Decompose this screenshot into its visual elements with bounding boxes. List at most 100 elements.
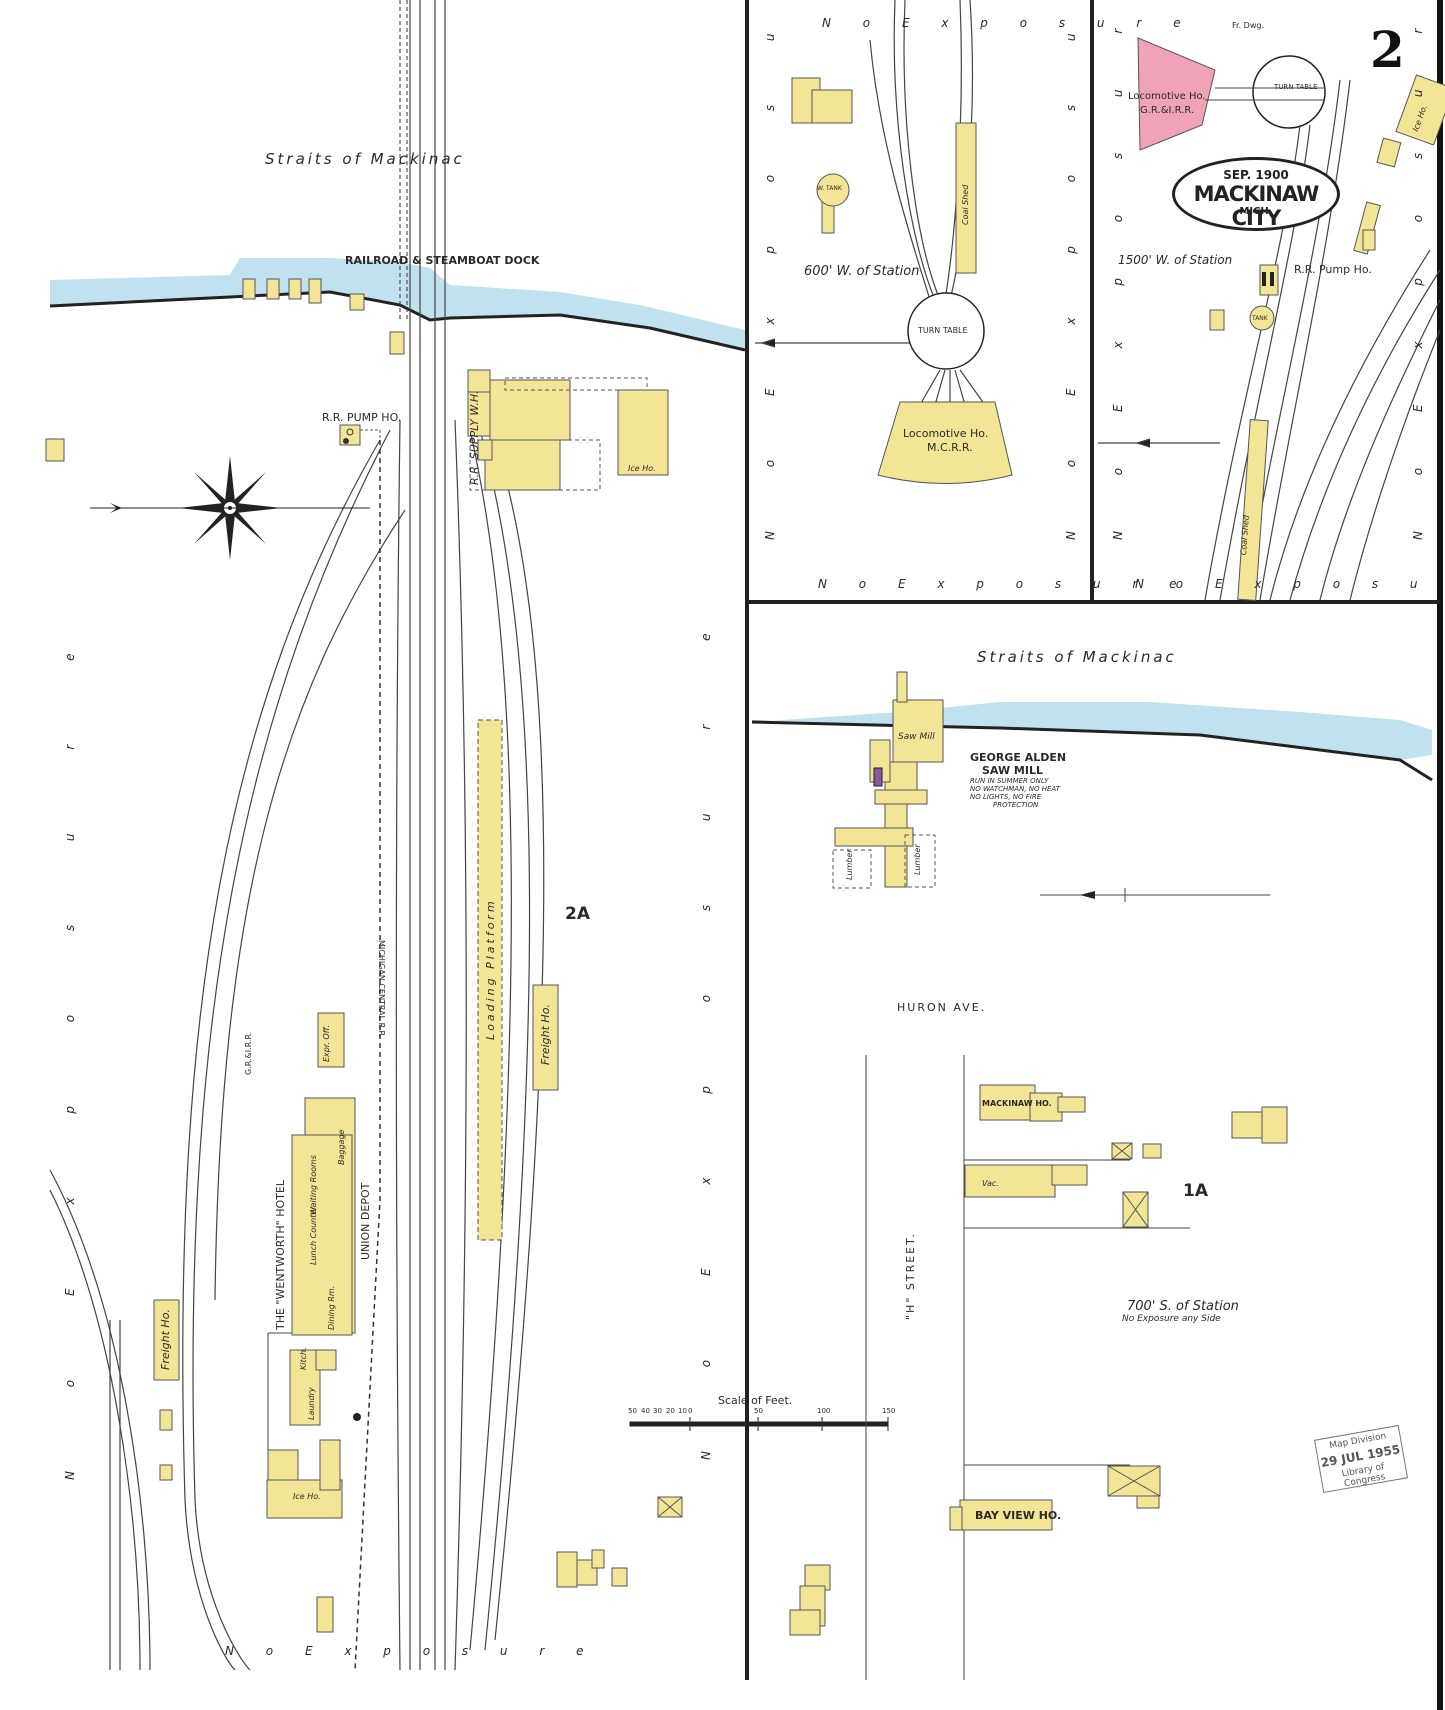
state-name: MICH. bbox=[1239, 206, 1273, 217]
freight-label-1: Freight Ho. bbox=[539, 1004, 552, 1065]
h-street-label: "H" STREET. bbox=[904, 1231, 917, 1320]
scale-tick-40: 40 bbox=[641, 1407, 650, 1415]
depot-label: UNION DEPOT bbox=[359, 1182, 372, 1260]
dock-label: RAILROAD & STEAMBOAT DOCK bbox=[345, 254, 540, 267]
section-1a: 1A bbox=[1183, 1181, 1208, 1201]
scale-tick-10: 10 bbox=[678, 1407, 687, 1415]
icehouse-top-label: Ice Ho. bbox=[628, 464, 656, 473]
title-cartouche: SEP. 1900 MACKINAW CITY MICH. bbox=[1172, 157, 1340, 231]
turntable-right[interactable] bbox=[1252, 55, 1326, 129]
no-exposure-mid-left: N o E x p o s u r e bbox=[763, 0, 777, 540]
platform-label: Loading Platform bbox=[484, 898, 497, 1040]
fr-dwg-label: Fr. Dwg. bbox=[1232, 21, 1264, 30]
no-exposure-bottom-left: N o E x p o s u r e bbox=[225, 1644, 598, 1658]
mackinaw-house-label: MACKINAW HO. bbox=[982, 1099, 1052, 1108]
supply-warehouse bbox=[45, 369, 669, 491]
depot-dashed-line bbox=[354, 440, 381, 1671]
lumber-label-1: Lumber bbox=[845, 849, 854, 880]
water-label-right: Straits of Mackinac bbox=[977, 648, 1177, 666]
distance-600-label: 600' W. of Station bbox=[804, 264, 920, 279]
scale-tick-30: 30 bbox=[653, 1407, 662, 1415]
hotel-depot bbox=[266, 1012, 356, 1633]
loco-mid-owner: M.C.R.R. bbox=[927, 441, 973, 454]
kitchen-label: Kitch. bbox=[299, 1347, 308, 1370]
residences bbox=[789, 1084, 1288, 1636]
mill-sub: SAW MILL bbox=[982, 764, 1043, 777]
compass-rose bbox=[90, 456, 370, 560]
right-buildings bbox=[1209, 74, 1445, 601]
scale-tick-50a: 50 bbox=[628, 1407, 637, 1415]
mid-buildings bbox=[791, 77, 977, 274]
scale-tick-150: 150 bbox=[882, 1407, 896, 1415]
town-name: MACKINAW CITY bbox=[1193, 182, 1320, 230]
pump-right-label: R.R. Pump Ho. bbox=[1294, 263, 1372, 276]
vacant-label: Vac. bbox=[982, 1179, 999, 1188]
no-exposure-right-left: N o E x p o s u r e bbox=[1111, 0, 1125, 540]
dock-buildings bbox=[242, 278, 405, 355]
turntable-mid-label: TURN TABLE bbox=[918, 326, 968, 335]
mill-note-1: RUN IN SUMMER ONLY bbox=[970, 777, 1049, 785]
no-exposure-left-side: N o E x p o s u r e bbox=[63, 613, 77, 1480]
baggage-label: Baggage bbox=[337, 1129, 346, 1165]
tank-right-label: TANK bbox=[1252, 315, 1268, 322]
loco-mid-label: Locomotive Ho. bbox=[903, 427, 989, 440]
no-exposure-any-side: No Exposure any Side bbox=[1122, 1314, 1221, 1324]
icehouse-bottom-label: Ice Ho. bbox=[293, 1492, 321, 1501]
scale-title: Scale of Feet. bbox=[718, 1394, 793, 1407]
no-exposure-right-right: N o E x p o s u r e bbox=[1411, 0, 1425, 540]
gr-railroad-label: G.R.&I.R.R. bbox=[244, 1031, 253, 1075]
sheet-number: 2 bbox=[1370, 20, 1405, 79]
lunch-label: Lunch Counter bbox=[309, 1206, 318, 1265]
scale-tick-100: 100 bbox=[817, 1407, 831, 1415]
lumber-label-2: Lumber bbox=[913, 844, 922, 875]
bay-view-label: BAY VIEW HO. bbox=[975, 1509, 1062, 1522]
mill-name: GEORGE ALDEN bbox=[970, 751, 1067, 764]
hotel-label: THE "WENTWORTH" HOTEL bbox=[274, 1180, 287, 1330]
water-tank-mid-label: W. TANK bbox=[817, 185, 842, 192]
mill-note-4: PROTECTION bbox=[993, 801, 1039, 809]
distance-1500-label: 1500' W. of Station bbox=[1118, 253, 1233, 267]
loco-right-label: Locomotive Ho. bbox=[1128, 91, 1206, 102]
mill-note-3: NO LIGHTS, NO FIRE bbox=[970, 793, 1042, 801]
no-exposure-mid-top: N o E x p o s u r e bbox=[822, 16, 1195, 30]
no-exposure-mid-bottom: N o E x p o s u r e bbox=[818, 577, 1191, 591]
sheet-date: SEP. 1900 bbox=[1223, 168, 1289, 182]
locomotive-house-mid[interactable] bbox=[877, 401, 1013, 484]
water-label-left: Straits of Mackinac bbox=[265, 150, 465, 168]
no-exposure-mid-right: N o E x p o s u r e bbox=[1064, 0, 1078, 540]
huron-ave-label: HURON AVE. bbox=[897, 1001, 987, 1014]
hydrant bbox=[353, 1413, 361, 1421]
freight-house-right bbox=[532, 984, 559, 1091]
laundry-label: Laundry bbox=[307, 1387, 316, 1420]
panel-frames bbox=[745, 0, 1440, 1680]
turntable-right-label: TURN TABLE bbox=[1274, 83, 1318, 91]
scale-tick-0: 0 bbox=[688, 1407, 693, 1415]
mc-railroad-label: MICHIGAN CENTRAL R.R. bbox=[377, 940, 386, 1039]
water-tank-mid bbox=[816, 173, 850, 207]
sawmill-label: Saw Mill bbox=[898, 732, 935, 742]
scale-tick-50: 50 bbox=[754, 1407, 763, 1415]
express-office-label: Expr. Off. bbox=[322, 1024, 331, 1062]
mill-note-2: NO WATCHMAN, NO HEAT bbox=[970, 785, 1060, 793]
no-exposure-left-right-side: N o E x p o s u r e bbox=[699, 593, 713, 1460]
pump-house-label: R.R. PUMP HO. bbox=[322, 411, 402, 424]
freight-label-2: Freight Ho. bbox=[159, 1309, 172, 1370]
scale-bar[interactable] bbox=[629, 1417, 889, 1431]
shoreline-right bbox=[751, 720, 1433, 782]
loco-right-owner: G.R.&I.R.R. bbox=[1140, 105, 1195, 116]
no-exposure-right-bottom: N o E x p o s u r e bbox=[1135, 577, 1445, 591]
coal-mid-label: Coal Shed bbox=[961, 184, 970, 225]
loading-platform bbox=[477, 719, 503, 1241]
locomotive-house-right[interactable] bbox=[1137, 37, 1216, 151]
dining-label: Dining Rm. bbox=[327, 1285, 336, 1330]
section-2a: 2A bbox=[565, 904, 590, 924]
street-lines bbox=[865, 1055, 1190, 1680]
tracks-left bbox=[49, 0, 545, 1671]
scale-tick-20: 20 bbox=[666, 1407, 675, 1415]
supply-label: R.R. SUPPLY W.H. bbox=[468, 390, 481, 485]
distance-700-label: 700' S. of Station bbox=[1127, 1299, 1239, 1314]
turntable-mid[interactable] bbox=[907, 292, 985, 370]
freight-house-left bbox=[153, 1299, 180, 1481]
